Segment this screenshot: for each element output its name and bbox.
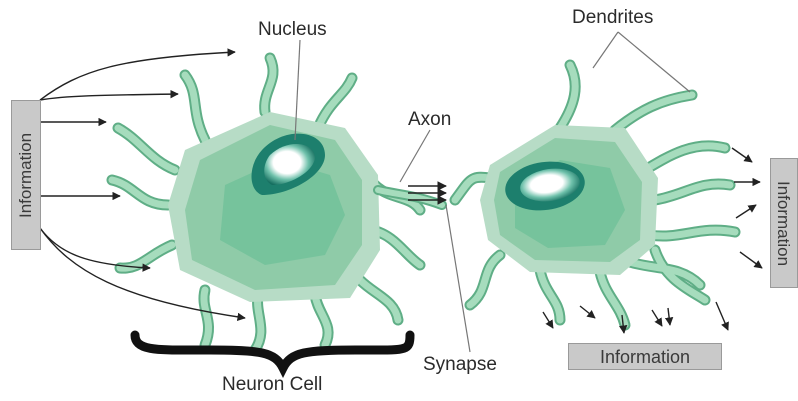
dendrites-label: Dendrites xyxy=(572,8,653,27)
information-output-box-right: Information xyxy=(770,158,798,288)
synapse-label: Synapse xyxy=(423,355,497,374)
information-output-box-bottom: Information xyxy=(568,343,722,370)
information-input-box: Information xyxy=(11,100,41,250)
information-output-label-bottom: Information xyxy=(600,348,690,366)
information-input-label: Information xyxy=(18,132,35,217)
nucleus-label: Nucleus xyxy=(258,20,327,39)
axon-label: Axon xyxy=(408,110,451,129)
right-neuron xyxy=(455,65,735,325)
neuron-cell-label: Neuron Cell xyxy=(222,375,322,394)
information-output-label-right: Information xyxy=(776,180,793,265)
neuron-cell-brace xyxy=(135,335,410,368)
left-neuron xyxy=(112,58,442,350)
